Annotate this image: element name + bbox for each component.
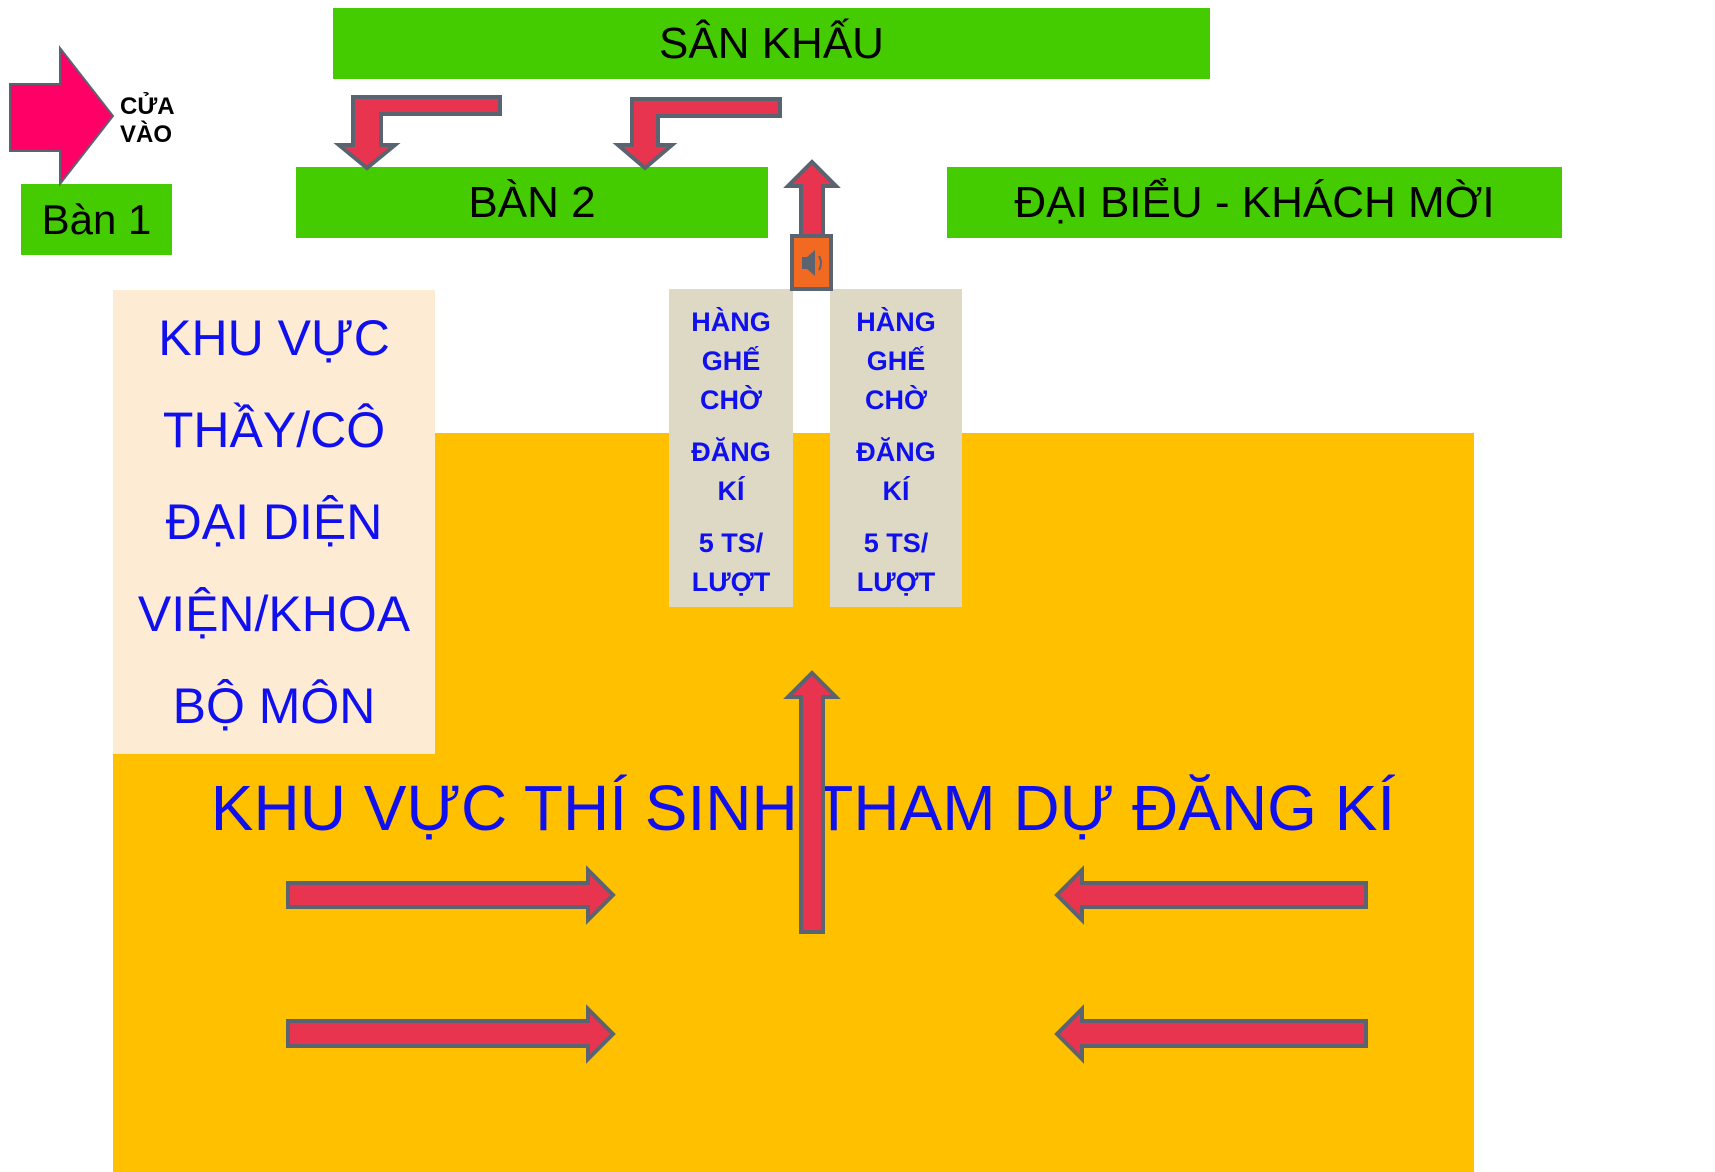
teacher-zone-line: KHU VỰC (158, 310, 390, 366)
queue-chairs-right: HÀNG GHẾ CHỜ ĐĂNG KÍ 5 TS/ LƯỢT (830, 289, 962, 607)
queue-line: LƯỢT (856, 567, 936, 597)
left-arrow-icon (1054, 865, 1368, 925)
entrance-arrow-icon (9, 45, 115, 187)
queue-line: ĐĂNG (691, 437, 771, 467)
stage-bar: SÂN KHẤU (333, 8, 1210, 79)
up-arrow-icon (783, 159, 841, 238)
table-1-label: Bàn 1 (41, 195, 152, 243)
queue-chairs-left: HÀNG GHẾ CHỜ ĐĂNG KÍ 5 TS/ LƯỢT (669, 289, 793, 607)
queue-line: CHỜ (864, 385, 928, 415)
queue-line: GHẾ (701, 346, 761, 376)
entrance-label: CỬA VÀO (120, 93, 175, 149)
left-arrow-icon (1054, 1004, 1368, 1064)
teacher-zone-line: BỘ MÔN (172, 678, 376, 734)
table-2: BÀN 2 (296, 167, 768, 238)
table-2-label: BÀN 2 (468, 177, 596, 227)
entrance-label-line-1: CỬA (120, 93, 175, 120)
queue-line: KÍ (882, 476, 910, 506)
teacher-zone: KHU VỰC THẦY/CÔ ĐẠI DIỆN VIỆN/KHOA BỘ MÔ… (113, 290, 435, 754)
teacher-zone-line: ĐẠI DIỆN (165, 494, 383, 550)
teacher-zone-line: VIỆN/KHOA (137, 586, 411, 642)
guests-area: ĐẠI BIỂU - KHÁCH MỜI (947, 167, 1562, 238)
queue-line: ĐĂNG (856, 437, 936, 467)
queue-line: GHẾ (866, 346, 926, 376)
queue-line: KÍ (717, 476, 745, 506)
right-arrow-icon (286, 1004, 616, 1064)
teacher-zone-line: THẦY/CÔ (162, 402, 386, 458)
table-1: Bàn 1 (21, 184, 172, 255)
queue-line: HÀNG (856, 307, 936, 337)
bent-arrow-icon (612, 97, 782, 171)
right-arrow-icon (286, 865, 616, 925)
guests-label: ĐẠI BIỂU - KHÁCH MỜI (1014, 177, 1495, 227)
queue-line: HÀNG (691, 307, 771, 337)
speaker-icon (790, 234, 833, 291)
queue-line: LƯỢT (691, 567, 771, 597)
queue-line: CHỜ (699, 385, 763, 415)
up-arrow-icon (783, 670, 841, 934)
entrance-label-line-2: VÀO (120, 121, 173, 148)
queue-line: 5 TS/ (698, 528, 764, 558)
stage-label: SÂN KHẤU (659, 18, 884, 68)
queue-line: 5 TS/ (863, 528, 929, 558)
bent-arrow-icon (333, 95, 502, 171)
